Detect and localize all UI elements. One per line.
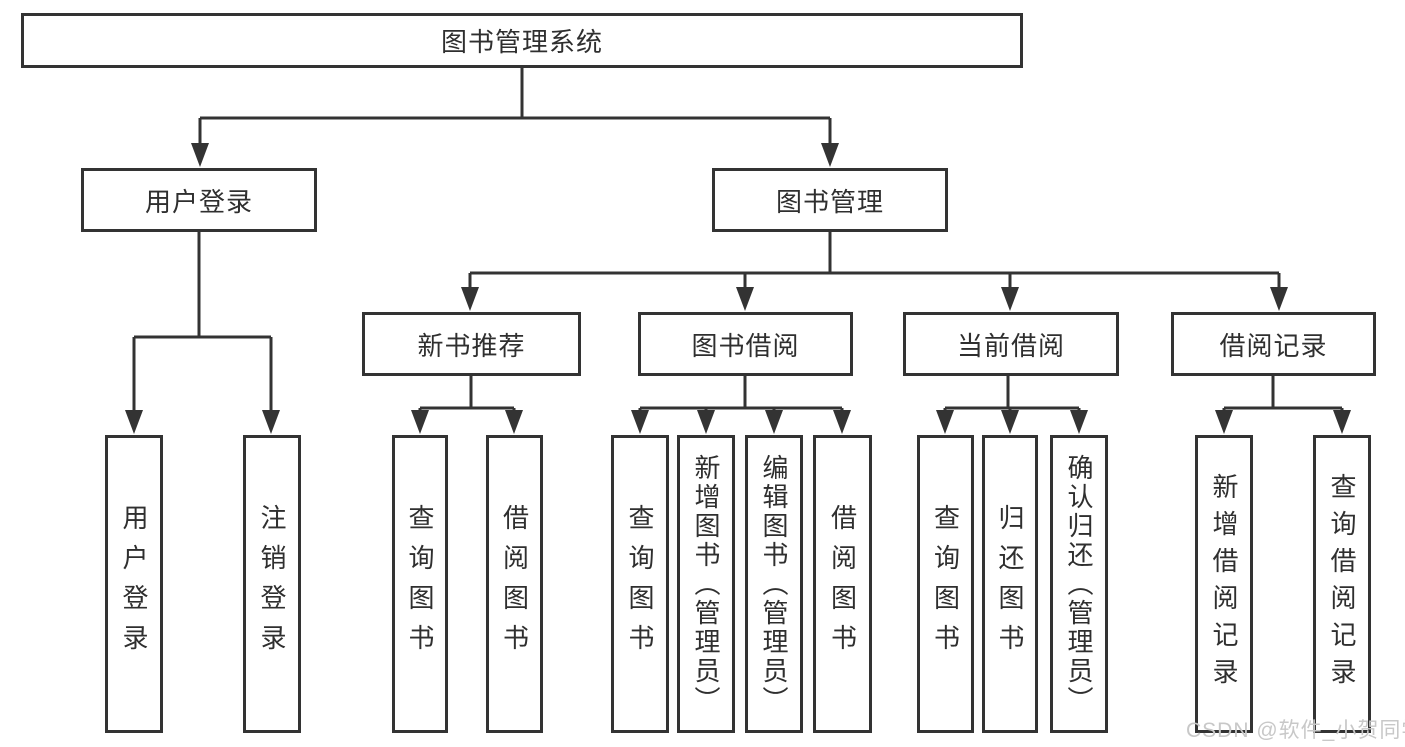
leaf-borrow-book-1: 借阅图书 <box>486 435 543 733</box>
arrow-icon <box>125 410 143 434</box>
arrow-icon <box>697 410 715 434</box>
arrow-icon <box>765 410 783 434</box>
arrow-icon <box>461 287 479 311</box>
arrow-icon <box>1215 410 1233 434</box>
leaf-query-borrow-record-label: 查询借阅记录 <box>1327 473 1357 695</box>
leaf-confirm-return-admin: 确认归还（管理员） <box>1050 435 1108 733</box>
leaf-return-book-label: 归还图书 <box>995 504 1025 664</box>
node-borrow-record: 借阅记录 <box>1171 312 1376 376</box>
leaf-edit-book-admin: 编辑图书（管理员） <box>745 435 803 733</box>
leaf-query-book-2-label: 查询图书 <box>625 504 655 664</box>
node-borrow-record-label: 借阅记录 <box>1219 330 1328 361</box>
node-user-login-label: 用户登录 <box>144 186 253 217</box>
arrow-icon <box>936 410 954 434</box>
arrow-icon <box>262 410 280 434</box>
arrow-icon <box>1001 287 1019 311</box>
leaf-user-login-label: 用户登录 <box>119 504 149 664</box>
node-root-label: 图书管理系统 <box>440 27 603 57</box>
leaf-add-borrow-record-label: 新增借阅记录 <box>1209 473 1239 695</box>
leaf-borrow-book-2: 借阅图书 <box>813 435 872 733</box>
leaf-logout: 注销登录 <box>243 435 301 733</box>
node-book-borrow-label: 图书借阅 <box>691 330 800 361</box>
leaf-query-book-1-label: 查询图书 <box>405 504 435 664</box>
connector-current-borrow <box>943 375 1081 414</box>
node-user-login: 用户登录 <box>81 168 317 232</box>
connector-book-management <box>468 232 1281 291</box>
leaf-borrow-book-1-label: 借阅图书 <box>499 504 530 664</box>
leaf-return-book: 归还图书 <box>982 435 1038 733</box>
node-book-management: 图书管理 <box>712 168 948 232</box>
leaf-add-book-admin: 新增图书（管理员） <box>677 435 735 733</box>
node-book-management-label: 图书管理 <box>775 186 884 217</box>
csdn-watermark: CSDN @软件_小贺同学 <box>1186 719 1405 742</box>
leaf-user-login: 用户登录 <box>105 435 163 733</box>
leaf-edit-book-admin-label: 编辑图书（管理员） <box>759 453 789 715</box>
leaf-add-borrow-record: 新增借阅记录 <box>1195 435 1253 733</box>
arrow-icon <box>505 410 523 434</box>
arrow-icon <box>833 410 851 434</box>
connector-borrow-record <box>1222 375 1344 414</box>
node-new-book-recommend-label: 新书推荐 <box>417 330 526 361</box>
arrow-icon <box>1070 410 1088 434</box>
leaf-query-book-3-label: 查询图书 <box>930 504 961 664</box>
leaf-query-book-1: 查询图书 <box>392 435 448 733</box>
leaf-logout-label: 注销登录 <box>257 504 287 664</box>
arrowheads <box>125 143 1351 434</box>
arrow-icon <box>191 143 209 167</box>
connector-root <box>198 66 832 146</box>
leaf-add-book-admin-label: 新增图书（管理员） <box>691 453 721 715</box>
arrow-icon <box>1001 410 1019 434</box>
node-root: 图书管理系统 <box>21 13 1023 68</box>
connector-user-login <box>132 232 273 414</box>
leaf-query-book-2: 查询图书 <box>611 435 669 733</box>
arrow-icon <box>1333 410 1351 434</box>
leaf-borrow-book-2-label: 借阅图书 <box>827 504 858 664</box>
connector-new-book-recommend <box>418 375 516 414</box>
arrow-icon <box>631 410 649 434</box>
leaf-query-book-3: 查询图书 <box>917 435 974 733</box>
arrow-icon <box>411 410 429 434</box>
arrow-icon <box>736 287 754 311</box>
arrow-icon <box>821 143 839 167</box>
leaf-confirm-return-admin-label: 确认归还（管理员） <box>1064 453 1094 715</box>
arrow-icon <box>1270 287 1288 311</box>
connector-book-borrow <box>638 375 844 414</box>
node-new-book-recommend: 新书推荐 <box>362 312 581 376</box>
node-current-borrow: 当前借阅 <box>903 312 1119 376</box>
node-current-borrow-label: 当前借阅 <box>956 330 1065 361</box>
node-book-borrow: 图书借阅 <box>638 312 853 376</box>
leaf-query-borrow-record: 查询借阅记录 <box>1313 435 1371 733</box>
